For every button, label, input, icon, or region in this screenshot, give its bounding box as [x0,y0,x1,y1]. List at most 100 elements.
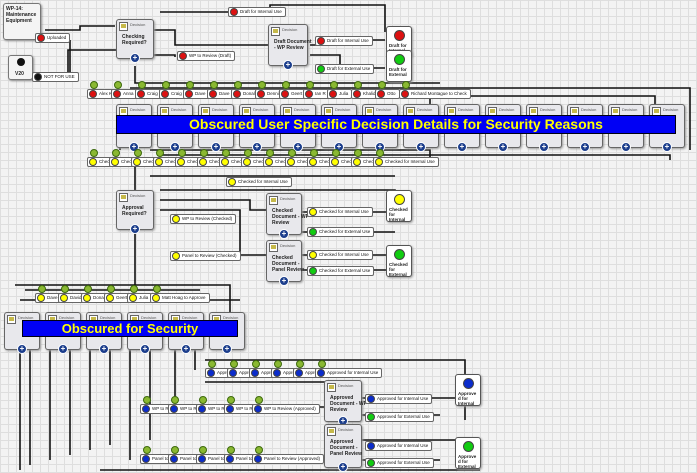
expand-plus-icon[interactable]: + [58,344,68,354]
connector-node[interactable] [210,81,218,89]
expand-plus-icon[interactable]: + [621,142,631,152]
expand-plus-icon[interactable]: + [252,142,262,152]
tag-row1-3[interactable]: Craig [159,89,186,99]
connector-node[interactable] [354,149,362,157]
tag-row1-10[interactable]: Julia [327,89,353,99]
connector-node[interactable] [38,285,46,293]
connector-node[interactable] [282,81,290,89]
tag-row3-2[interactable]: Donal [81,293,109,303]
expand-plus-icon[interactable]: + [279,229,289,239]
tag-uploaded[interactable]: Uploaded [35,33,71,43]
decision-checked-panel-review[interactable]: Decision Checked Document - Panel Review… [266,240,304,286]
tag-row1-1[interactable]: Anna [111,89,138,99]
tag-approved-external-c[interactable]: Approved for External Use [365,458,434,468]
tag-draft-external[interactable]: Draft for External Use [315,64,375,74]
expand-plus-icon[interactable]: + [17,344,27,354]
tag-row2-13[interactable]: Checked for Internal Use [373,157,439,167]
expand-plus-icon[interactable]: + [662,142,672,152]
expand-plus-icon[interactable]: + [457,142,467,152]
connector-node[interactable] [354,81,362,89]
tag-draft-internal[interactable]: Draft for Internal Use [228,7,286,17]
connector-node[interactable] [112,149,120,157]
connector-node[interactable] [306,81,314,89]
expand-plus-icon[interactable]: + [279,276,289,286]
connector-node[interactable] [227,396,235,404]
tag-approved-internal-b[interactable]: Approved for Internal Use [365,394,433,404]
connector-node[interactable] [143,446,151,454]
expand-plus-icon[interactable]: + [338,462,348,472]
connector-node[interactable] [114,81,122,89]
connector-node[interactable] [402,81,410,89]
connector-node[interactable] [266,149,274,157]
expand-plus-icon[interactable]: + [222,344,232,354]
connector-node[interactable] [230,360,238,368]
expand-plus-icon[interactable]: + [580,142,590,152]
tag-row5-2[interactable]: WP to Re [196,404,232,414]
connector-node[interactable] [171,446,179,454]
expand-plus-icon[interactable]: + [130,224,140,234]
decision-checked-wp-review[interactable]: Decision Checked Document - WP Review+ [266,193,309,239]
connector-node[interactable] [378,81,386,89]
tag-row4-2[interactable]: Appro [249,368,278,378]
start-node-v20[interactable]: V20 [8,55,33,80]
connector-node[interactable] [296,360,304,368]
connector-node[interactable] [200,149,208,157]
connector-node[interactable] [318,360,326,368]
connector-node[interactable] [255,446,263,454]
tag-row2-5[interactable]: Check [197,157,226,167]
tag-checked-external[interactable]: Checked for External Use [307,227,375,237]
tag-row4-3[interactable]: Appro [271,368,300,378]
expand-plus-icon[interactable]: + [283,60,293,70]
connector-node[interactable] [274,360,282,368]
expand-plus-icon[interactable]: + [416,142,426,152]
connector-node[interactable] [288,149,296,157]
connector-node[interactable] [222,149,230,157]
tag-row6-1[interactable]: Panel to [168,454,201,464]
expand-plus-icon[interactable]: + [211,142,221,152]
connector-node[interactable] [130,285,138,293]
tag-checked-external-c[interactable]: Checked for External Use [307,266,375,276]
tag-row4-5[interactable]: Approved for Internal Use [315,368,383,378]
tag-row1-0[interactable]: Alex K [87,89,117,99]
connector-node[interactable] [178,149,186,157]
tag-row2-0[interactable]: Check [87,157,116,167]
connector-node[interactable] [84,285,92,293]
expand-plus-icon[interactable]: + [140,344,150,354]
connector-node[interactable] [153,285,161,293]
connector-node[interactable] [234,81,242,89]
tag-row1-2[interactable]: Craig [135,89,162,99]
expand-plus-icon[interactable]: + [539,142,549,152]
tag-row5-4[interactable]: WP to Review (Approved) [252,404,320,414]
tag-draft-internal-2[interactable]: Draft for Internal Use [315,36,373,46]
decision-approved-wp-review[interactable]: Decision Approved Document - WP Review+ [324,380,367,426]
tag-row3-5[interactable]: Matt Hoag to Approve [150,293,210,303]
tag-approved-external[interactable]: Approved for External Use [365,412,434,422]
expand-plus-icon[interactable]: + [181,344,191,354]
tag-wp-review-checked[interactable]: WP to Review (Checked) [170,214,237,224]
expand-plus-icon[interactable]: + [170,142,180,152]
decision-approved-panel-review[interactable]: Decision Approved Document - Panel Revie… [324,424,362,472]
connector-node[interactable] [107,285,115,293]
connector-node[interactable] [138,81,146,89]
start-node-workpackage[interactable]: WP-14: Maintenance Equipment [3,3,41,40]
expand-plus-icon[interactable]: + [130,53,140,63]
tag-row3-4[interactable]: Julia [127,293,153,303]
connector-node[interactable] [252,360,260,368]
expand-plus-icon[interactable]: + [498,142,508,152]
expand-plus-icon[interactable]: + [99,344,109,354]
tag-row1-9[interactable]: Ian R [303,89,330,99]
connector-node[interactable] [143,396,151,404]
tag-row2-4[interactable]: Check [175,157,204,167]
connector-node[interactable] [134,149,142,157]
connector-node[interactable] [330,81,338,89]
connector-node[interactable] [90,149,98,157]
tag-row1-5[interactable]: Dave [207,89,234,99]
connector-node[interactable] [332,149,340,157]
connector-node[interactable] [199,396,207,404]
connector-node[interactable] [186,81,194,89]
tag-checked-internal-b[interactable]: Checked for Internal Use [307,207,373,217]
tag-row6-4[interactable]: Panel to Review (Approved) [252,454,325,464]
connector-node[interactable] [156,149,164,157]
tag-not-for-use[interactable]: NOT FOR USE [32,72,79,82]
tag-panel-review-checked[interactable]: Panel to Review (Checked) [170,251,241,261]
